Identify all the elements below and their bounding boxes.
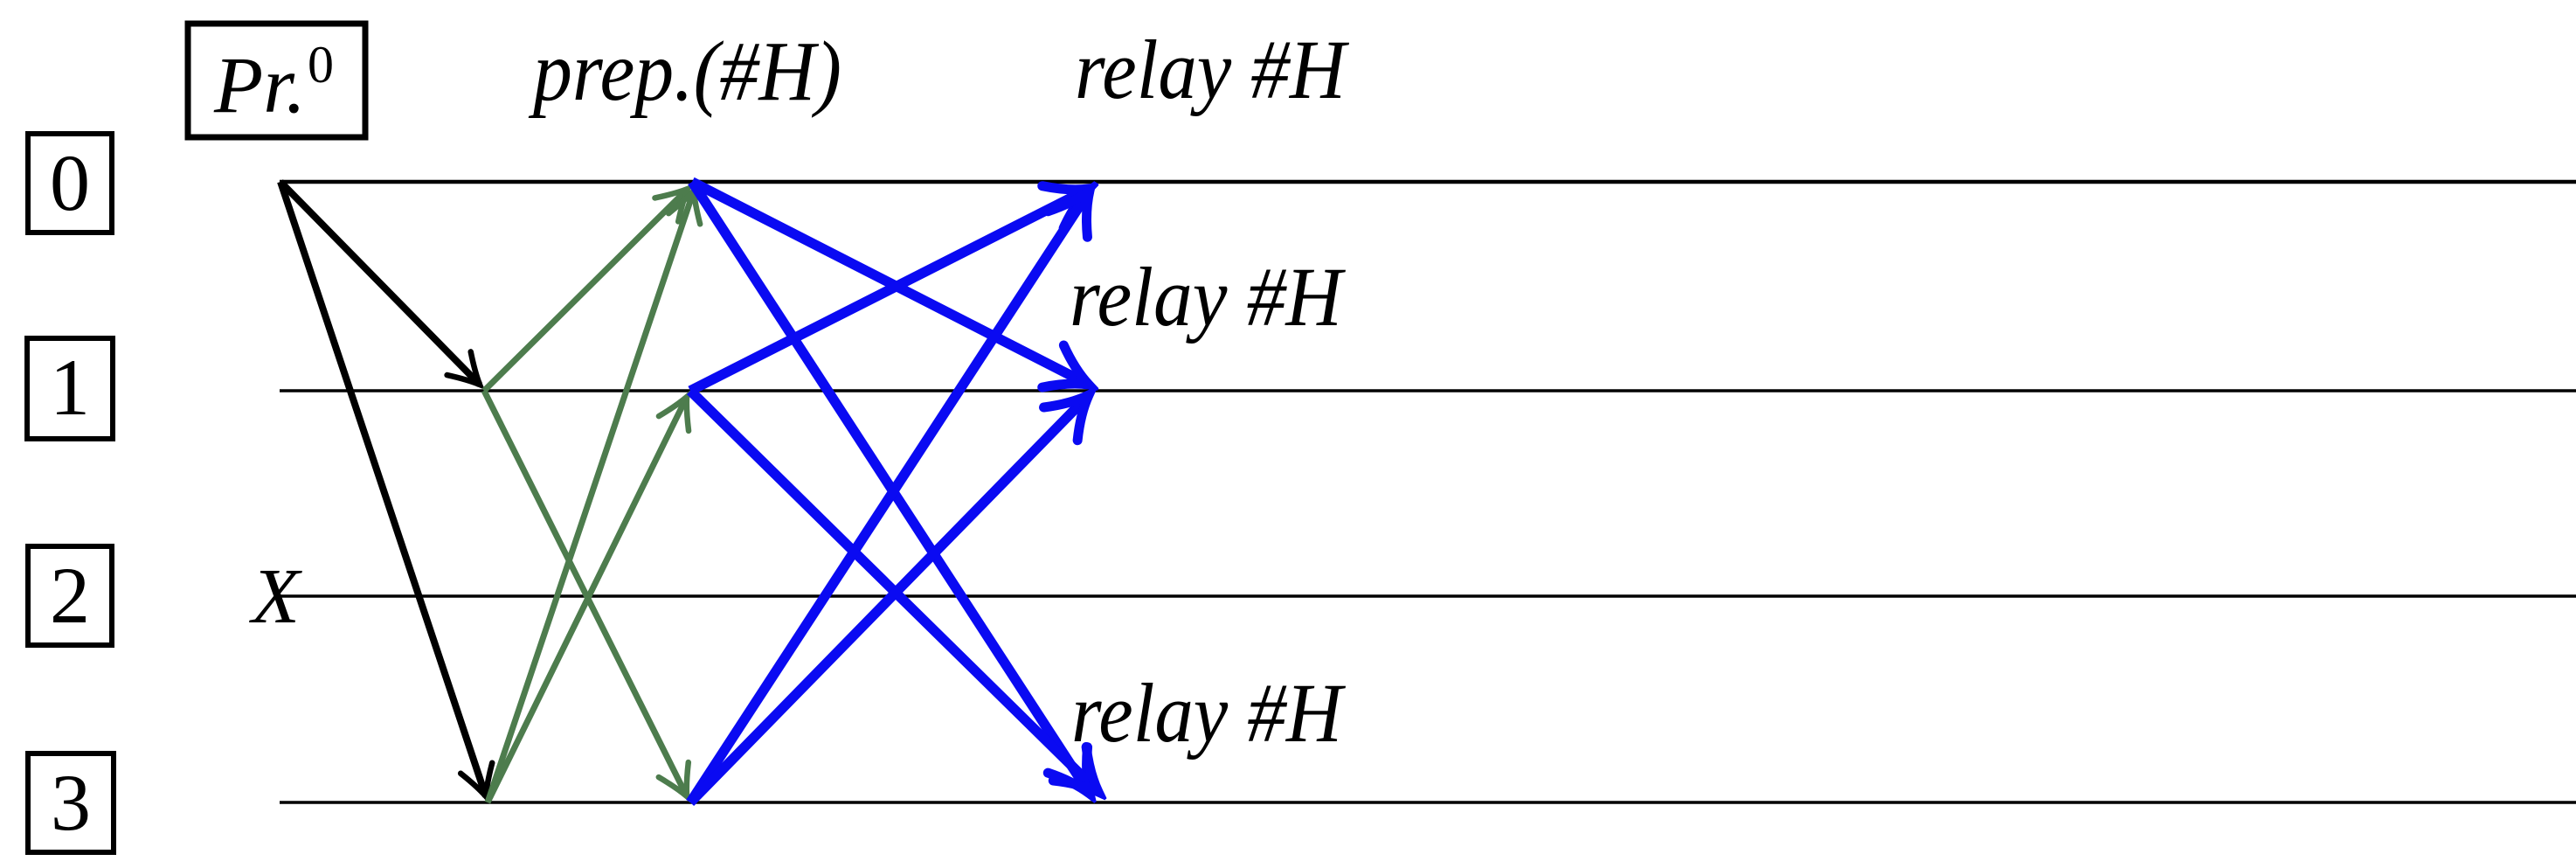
- timelines-layer: [280, 179, 2576, 804]
- process-box-label-3: 3: [51, 758, 91, 847]
- process-box-label-0: 0: [50, 138, 90, 227]
- arrow-relay-11: [686, 395, 1089, 807]
- arrow-prepare-5: [484, 390, 692, 804]
- leader-round-label: Pr.: [213, 40, 306, 129]
- process-box-0: [25, 131, 114, 235]
- marks-layer: 0 1 2 X 3: [24, 131, 302, 855]
- relay-label-1: relay #H: [1070, 250, 1346, 344]
- arrow-prepare-4: [484, 184, 703, 804]
- process-box-1: [24, 336, 115, 441]
- arrow-propose-1: [277, 180, 495, 803]
- relay-label-0: relay #H: [1075, 23, 1349, 116]
- labels-layer: Pr.0 prep.(#H) relay #H relay #H relay #H: [184, 20, 1349, 760]
- arrows-layer: [277, 177, 1098, 807]
- leader-round-box: [184, 20, 369, 141]
- arrow-relay-10: [686, 191, 1090, 806]
- arrow-propose-0: [278, 179, 485, 390]
- faulty-process-mark: X: [249, 553, 302, 640]
- arrow-prepare-2: [481, 184, 693, 393]
- process-box-3: [25, 751, 116, 855]
- process-box-label-2: 2: [50, 551, 90, 640]
- process-box-2: [25, 544, 114, 648]
- arrow-relay-6: [689, 177, 1089, 385]
- leader-round-superscript: 0: [308, 36, 334, 94]
- relay-label-3: relay #H: [1071, 666, 1346, 760]
- prepare-label: prep.(#H): [529, 24, 841, 119]
- arrow-relay-8: [688, 189, 1089, 396]
- arrow-prepare-3: [481, 389, 692, 803]
- process-box-label-1: 1: [50, 343, 90, 432]
